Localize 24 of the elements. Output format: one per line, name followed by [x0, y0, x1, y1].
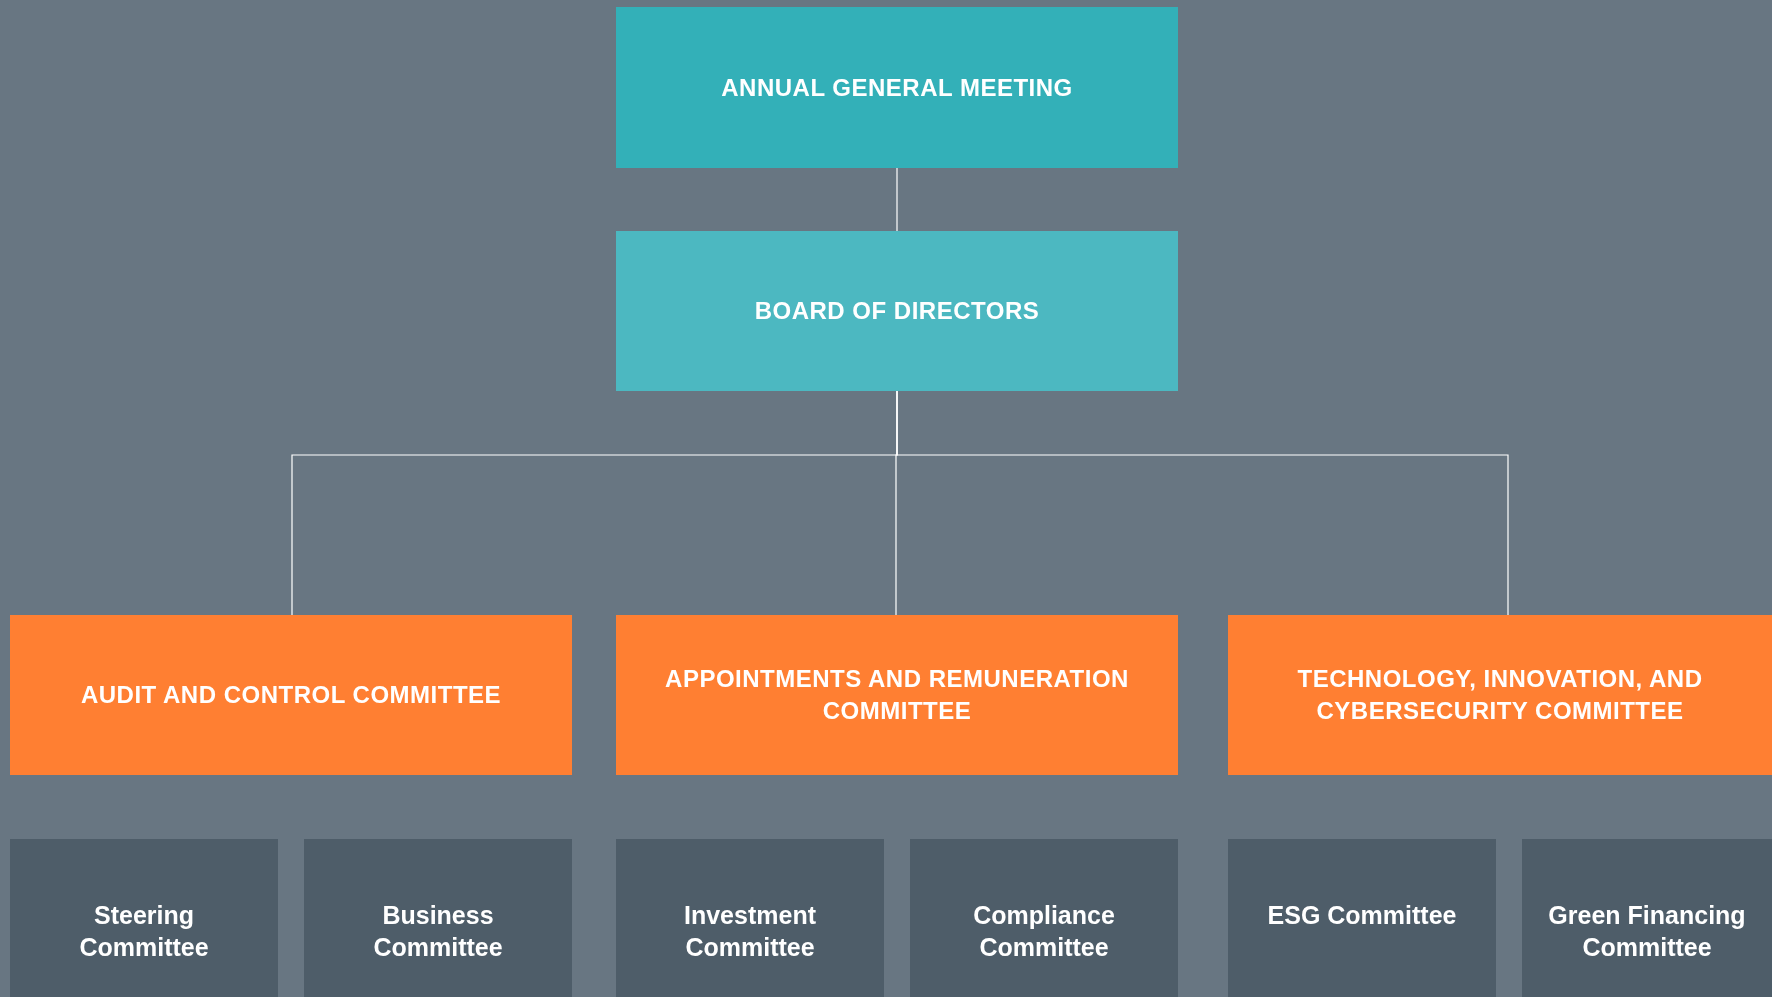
- box-label: APPOINTMENTS AND REMUNERATION COMMITTEE: [664, 664, 1130, 726]
- committee-box: [616, 615, 1178, 775]
- committee-box: [1228, 615, 1772, 775]
- box-label: Green Financing Committee: [1547, 900, 1747, 963]
- box-label: BOARD OF DIRECTORS: [754, 296, 1040, 326]
- sub-committee-box: [304, 839, 572, 997]
- sub-committee-box: [616, 839, 884, 997]
- box-label: Steering Committee: [78, 900, 210, 963]
- box-label: ESG Committee: [1267, 900, 1457, 931]
- governance-box: [616, 7, 1178, 168]
- sub-committee-box: [1228, 839, 1496, 997]
- governance-box: [616, 231, 1178, 391]
- connector-line: [896, 167, 898, 232]
- box-label: ANNUAL GENERAL MEETING: [721, 72, 1073, 103]
- box-label: TECHNOLOGY, INNOVATION, AND CYBERSECURITY COMMITTEE: [1296, 664, 1704, 726]
- connector-line: [896, 390, 1509, 616]
- sub-committee-box: [910, 839, 1178, 997]
- box-label: Business Committee: [372, 900, 504, 963]
- box-label: AUDIT AND CONTROL COMMITTEE: [80, 680, 502, 710]
- box-label: Compliance Committee: [972, 900, 1116, 963]
- sub-committee-box: [1522, 839, 1772, 997]
- sub-committee-box: [10, 839, 278, 997]
- committee-box: [10, 615, 572, 775]
- box-label: Investment Committee: [683, 900, 817, 963]
